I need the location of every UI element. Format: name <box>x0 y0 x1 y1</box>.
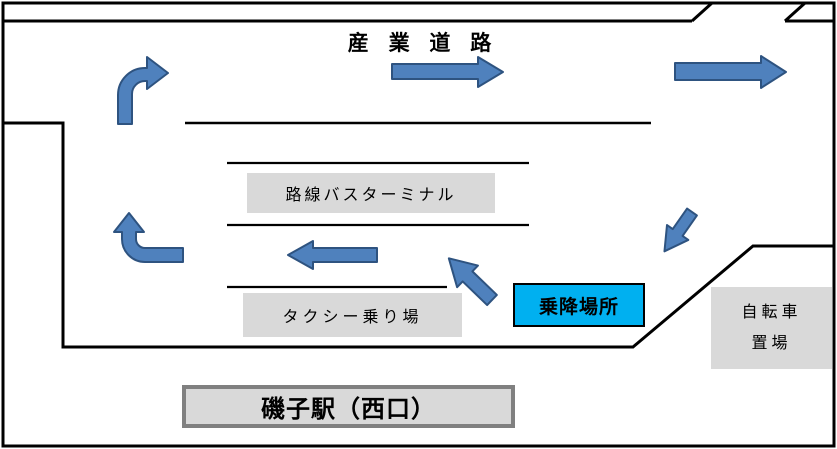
station-area-boundary <box>3 121 834 349</box>
right-arrow-icon <box>674 55 787 89</box>
road-break-slash-left <box>690 1 714 23</box>
turn-left-then-up-arrow-icon <box>113 212 184 263</box>
bus-terminal-label: 路線バスターミナル <box>247 173 495 213</box>
taxi-stand-label: タクシー乗り場 <box>243 293 462 337</box>
bicycle-parking-line2: 置場 <box>751 335 792 352</box>
industrial-road-label: 産 業 道 路 <box>347 32 499 55</box>
turn-up-then-right-arrow-icon <box>117 56 169 125</box>
down-left-arrow-icon <box>663 207 698 253</box>
bicycle-parking-label: 自転車 置場 <box>711 287 832 369</box>
road-break-slash-right <box>783 1 807 23</box>
boarding-area-label: 乗降場所 <box>513 283 645 327</box>
right-arrow-icon <box>391 56 504 88</box>
station-name-label: 磯子駅（西口） <box>182 385 515 428</box>
left-arrow-icon <box>287 240 378 270</box>
bicycle-parking-line1: 自転車 <box>741 304 802 321</box>
up-left-arrow-icon <box>447 257 498 307</box>
